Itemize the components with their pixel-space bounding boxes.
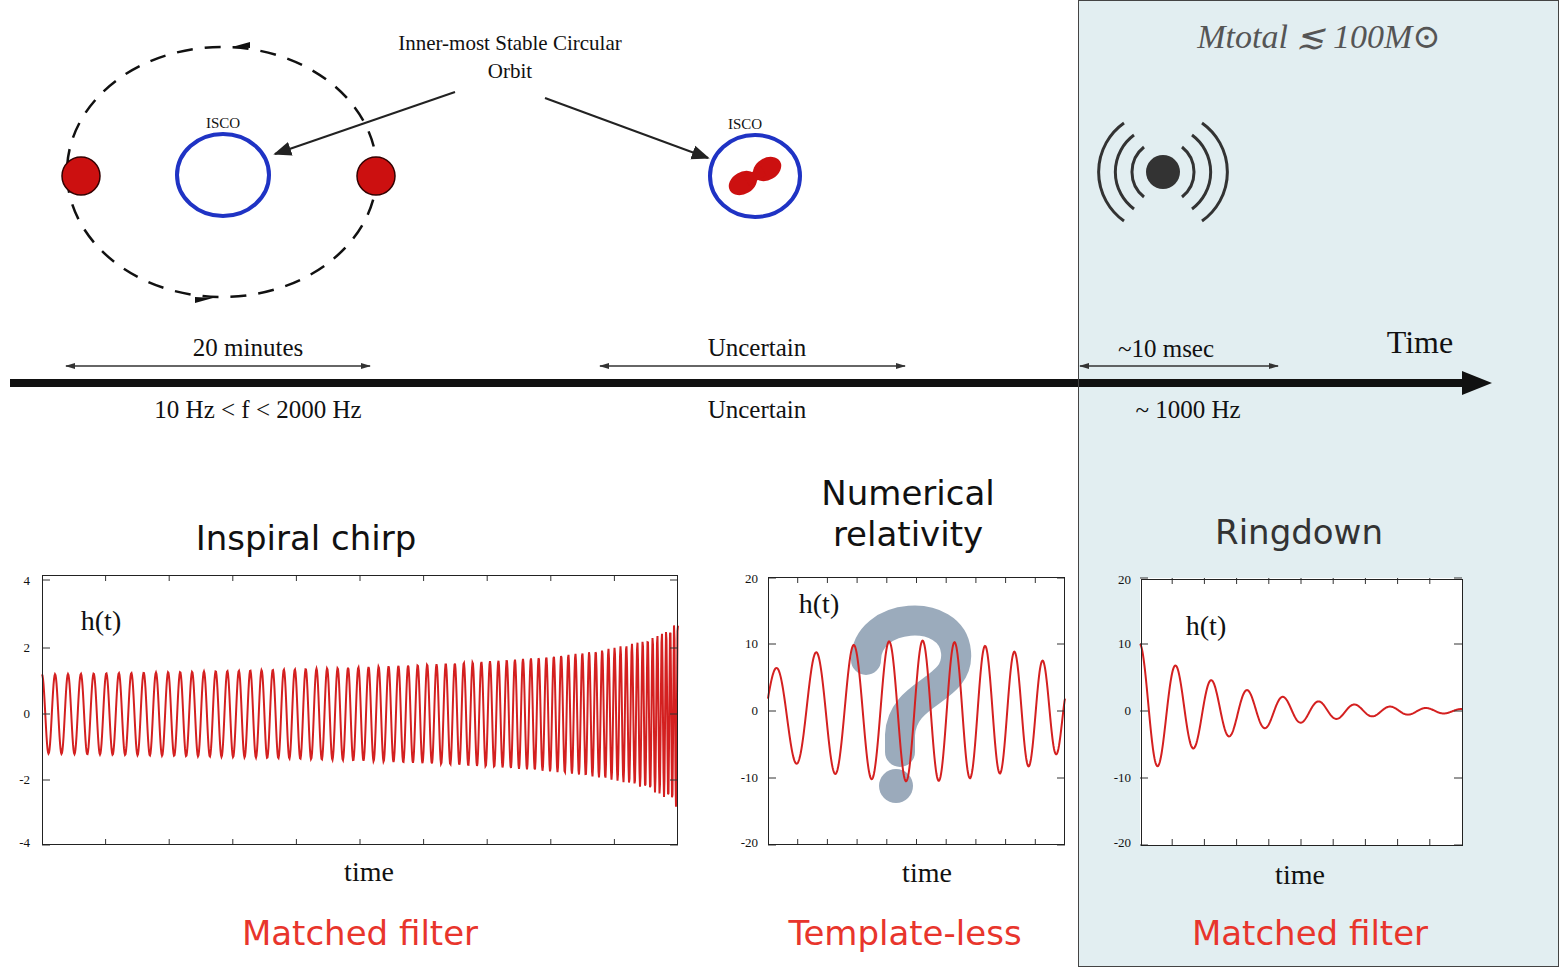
frequency-label: 10 Hz < f < 2000 Hz (154, 393, 361, 427)
tick-label: 20 (1118, 571, 1131, 589)
tick-label: 0 (1125, 702, 1132, 720)
interval-arrow (600, 365, 905, 367)
plot-fill (1140, 578, 1462, 845)
axis-tick (670, 714, 678, 715)
mass-limit: Mtotal ≲ 100M⊙ (1197, 17, 1440, 58)
isco-label: ISCO (206, 113, 240, 133)
tick-label: 20 (745, 570, 758, 588)
axis-tick (1397, 839, 1398, 845)
interval-arrow (1080, 365, 1278, 367)
axis-tick (1454, 711, 1462, 712)
tick-label: -10 (1114, 769, 1131, 787)
leader-arrow (545, 98, 708, 158)
axis-tick (42, 580, 50, 581)
duration-label: ~10 msec (1118, 332, 1214, 366)
plot-frame: Inspiral chirph(t)time (42, 575, 678, 845)
star (357, 157, 395, 195)
tick-label: 10 (1118, 635, 1131, 653)
tick-label: 2 (24, 639, 31, 657)
duration-label: 20 minutes (193, 331, 303, 365)
axis-title: Time (1387, 321, 1453, 364)
axis-tick (1333, 839, 1334, 845)
method-label: Matched filter (1192, 911, 1428, 957)
tick-label: 10 (745, 635, 758, 653)
axis-tick (1365, 839, 1366, 845)
axis-tick (1454, 644, 1462, 645)
axis-label: time (902, 856, 952, 890)
method-label: Template-less (788, 911, 1021, 957)
axis-tick (768, 644, 776, 645)
callout-text: Inner-most Stable Circular Orbit (380, 29, 640, 86)
waveform (42, 625, 678, 806)
frequency-label: ~ 1000 Hz (1135, 393, 1240, 427)
axis-tick (1236, 839, 1237, 845)
plot-title: Numerical relativity (803, 473, 1013, 555)
axis-label: h(t) (796, 587, 842, 621)
tick-label: -10 (741, 769, 758, 787)
plot-title: Inspiral chirp (196, 518, 417, 559)
tick-label: -20 (741, 834, 758, 852)
tick-label: 4 (24, 572, 31, 590)
axis-label: time (344, 855, 394, 889)
plot-frame: Ringdownh(t)time (1141, 579, 1463, 846)
axis-tick (42, 714, 50, 715)
axis-tick (1172, 839, 1173, 845)
method-label: Matched filter (242, 911, 478, 957)
tick-label: 0 (24, 705, 31, 723)
orbit-path (67, 47, 377, 297)
leader-arrow (275, 92, 455, 154)
axis-tick (670, 780, 678, 781)
tick-label: -2 (19, 771, 30, 789)
axis-tick (1268, 839, 1269, 845)
axis-tick (1429, 839, 1430, 845)
orbit-arrow (195, 297, 213, 303)
axis-label: h(t) (78, 604, 124, 638)
axis-tick (1454, 778, 1462, 779)
axis-tick (1057, 711, 1065, 712)
tick-label: -4 (19, 834, 30, 852)
axis-tick (1204, 839, 1205, 845)
black-hole (1146, 155, 1180, 189)
waveform (768, 641, 1065, 782)
axis-tick (42, 780, 50, 781)
time-arrowhead (1462, 371, 1492, 395)
star (62, 157, 100, 195)
frequency-label: Uncertain (708, 393, 807, 427)
ringdown-panel: Ringdownh(t)timeMtotal ≲ 100M⊙ (1078, 0, 1559, 967)
axis-tick (768, 711, 776, 712)
axis-tick (670, 580, 678, 581)
plot-frame: Numerical relativityh(t)time (768, 577, 1065, 845)
time-axis (10, 379, 1466, 387)
axis-tick (670, 648, 678, 649)
orbit-arrow (232, 42, 250, 48)
tick-label: 0 (752, 702, 759, 720)
axis-tick (1057, 778, 1065, 779)
isco-label: ISCO (728, 114, 762, 134)
axis-label: time (1275, 858, 1325, 892)
isco-circle (177, 134, 269, 216)
axis-tick (42, 648, 50, 649)
axis-tick (1057, 644, 1065, 645)
axis-tick (1301, 839, 1302, 845)
axis-tick (768, 778, 776, 779)
wave-arcs (1099, 123, 1228, 221)
panel-fill (1078, 0, 1559, 967)
interval-arrow (66, 365, 370, 367)
isco-circle (710, 135, 800, 217)
duration-label: Uncertain (708, 331, 807, 365)
tick-label: -20 (1114, 834, 1131, 852)
axis-label: h(t) (1183, 609, 1229, 643)
waveform (1140, 644, 1462, 766)
plot-title: Ringdown (1215, 512, 1383, 553)
merging-stars (724, 152, 785, 200)
